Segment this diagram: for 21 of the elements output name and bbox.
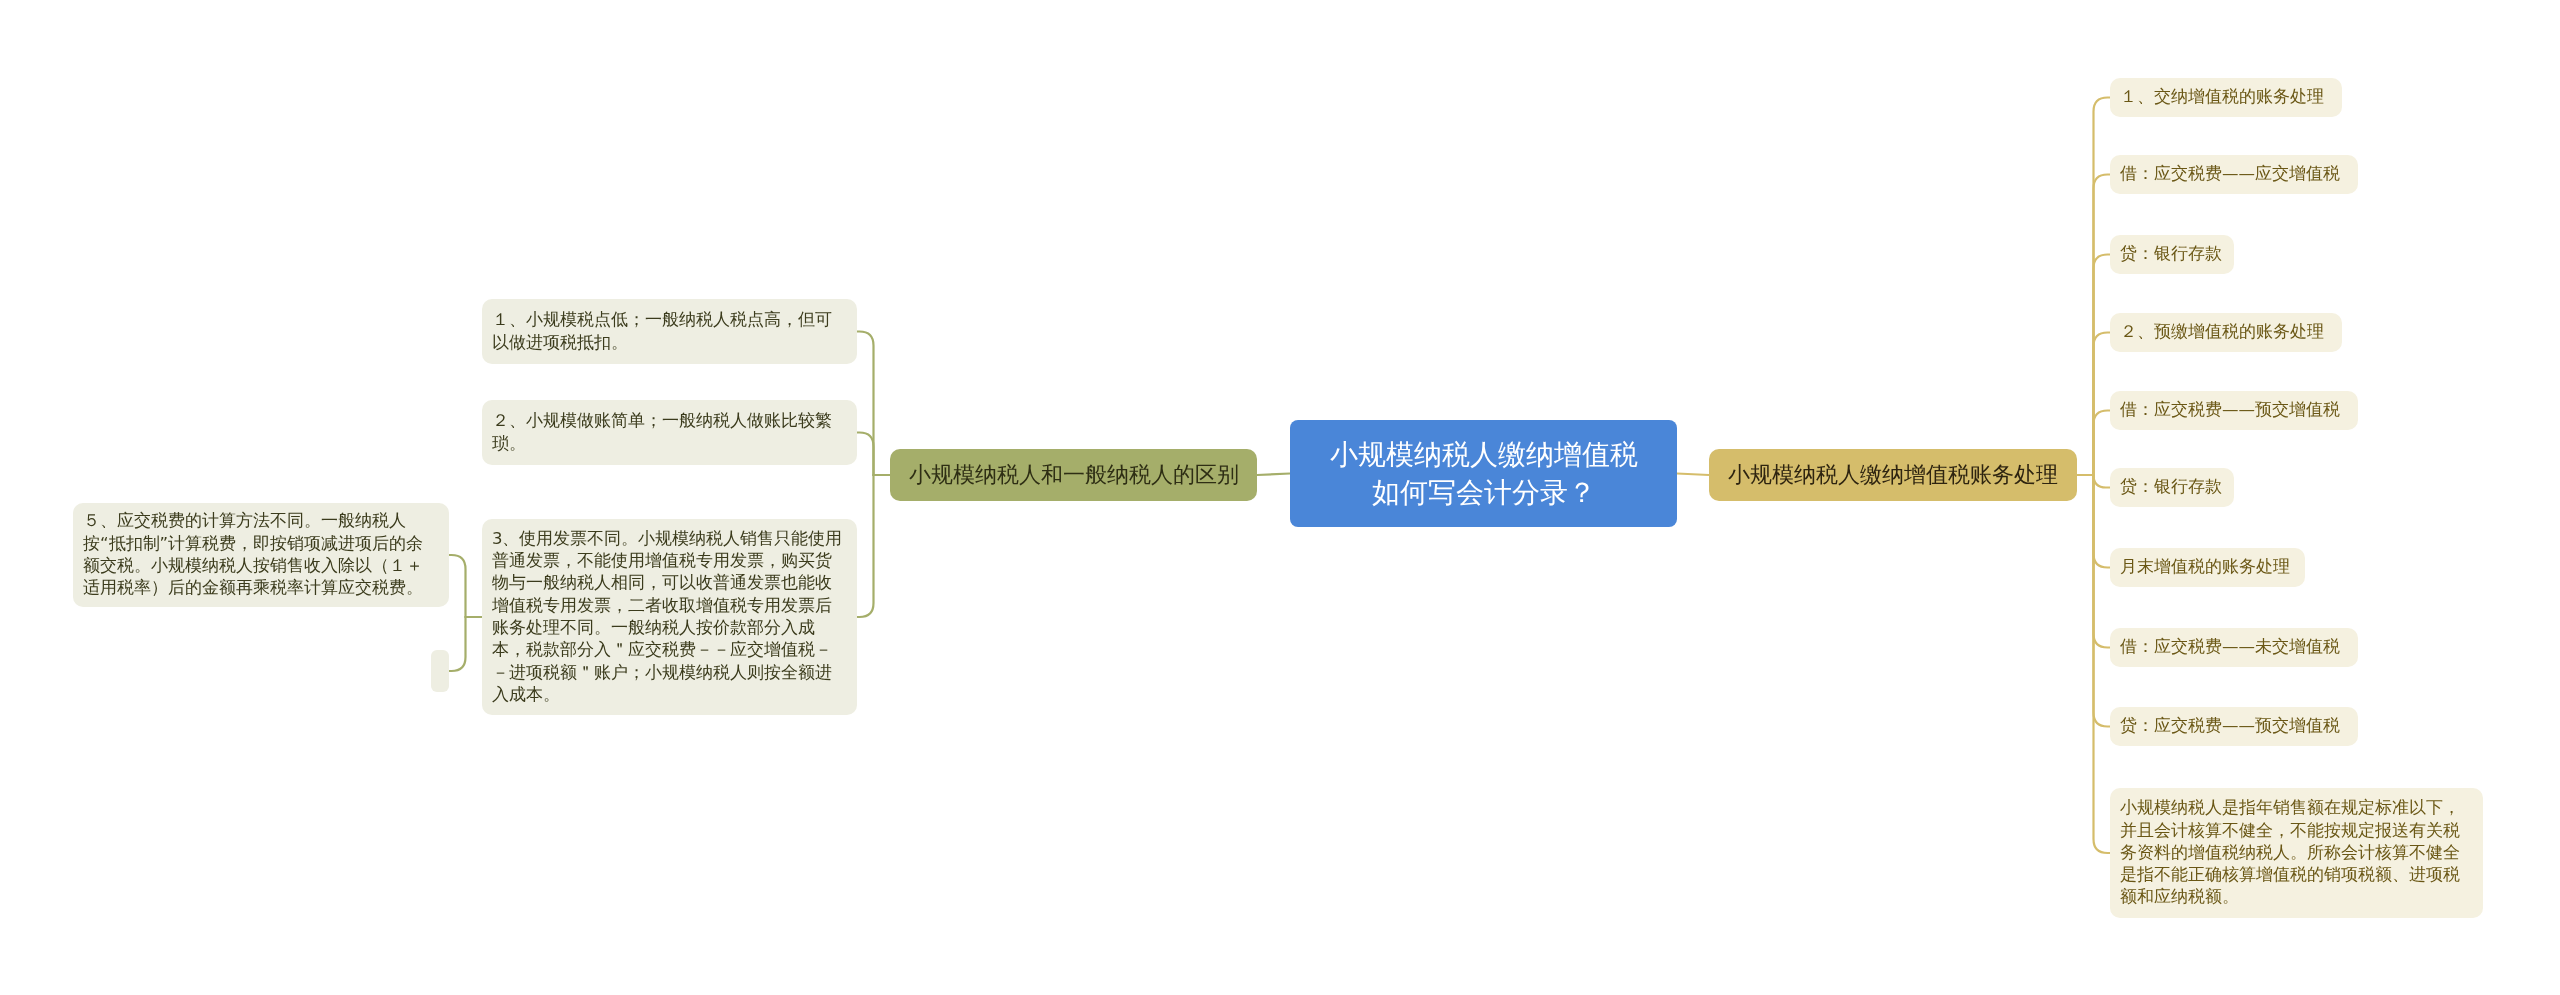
subtopic-box: １、交纳增值税的账务处理: [2110, 78, 2342, 117]
subtopic-box: 月末增值税的账务处理: [2110, 548, 2305, 587]
subtopic-box: 3、使用发票不同。小规模纳税人销售只能使用普通发票，不能使用增值税专用发票，购买货物与一般纳税人相同，可以收普通发票也能收增值税专用发票，二者收取增值税专用发票后账务处理不同。一般纳税人按价款部分入成本，税款部分入＂应交税费－－应交增值税－－进项税额＂账户；小规模纳税人则按全额进入成本。: [482, 519, 857, 715]
branch-box: 小规模纳税人缴纳增值税账务处理: [1709, 449, 2077, 501]
subtopic-box: １、小规模税点低；一般纳税人税点高，但可以做进项税抵扣。: [482, 299, 857, 364]
subtopic-box: 贷：银行存款: [2110, 468, 2234, 507]
subtopic-box: 借：应交税费——预交增值税: [2110, 391, 2358, 430]
topic-box: 小规模纳税人缴纳增值税如何写会计分录？: [1290, 420, 1677, 527]
subtopic-box: ２、小规模做账简单；一般纳税人做账比较繁琐。: [482, 400, 857, 465]
subtopic-box: 小规模纳税人是指年销售额在规定标准以下，并且会计核算不健全，不能按规定报送有关税务资料的增值税纳税人。所称会计核算不健全是指不能正确核算增值税的销项税额、进项税额和应纳税额。: [2110, 788, 2483, 918]
subtopic-box: 借：应交税费——应交增值税: [2110, 155, 2358, 194]
subtopic-box: 贷：银行存款: [2110, 235, 2234, 274]
subtopic-box: 贷：应交税费——预交增值税: [2110, 707, 2358, 746]
empty-box: [431, 650, 449, 692]
subtopic-box: 借：应交税费——未交增值税: [2110, 628, 2358, 667]
connector-line: [1676, 472, 1710, 477]
subtopic-box: ５、应交税费的计算方法不同。一般纳税人按“抵扣制”计算税费，即按销项减进项后的余额交税。小规模纳税人按销售收入除以（１＋适用税率）后的金额再乘税率计算应交税费。: [73, 503, 449, 607]
connector-line: [1256, 472, 1291, 477]
connector-line: [2077, 473, 2111, 855]
branch-box: 小规模纳税人和一般纳税人的区别: [890, 449, 1257, 501]
subtopic-box: ２、预缴增值税的账务处理: [2110, 313, 2342, 352]
